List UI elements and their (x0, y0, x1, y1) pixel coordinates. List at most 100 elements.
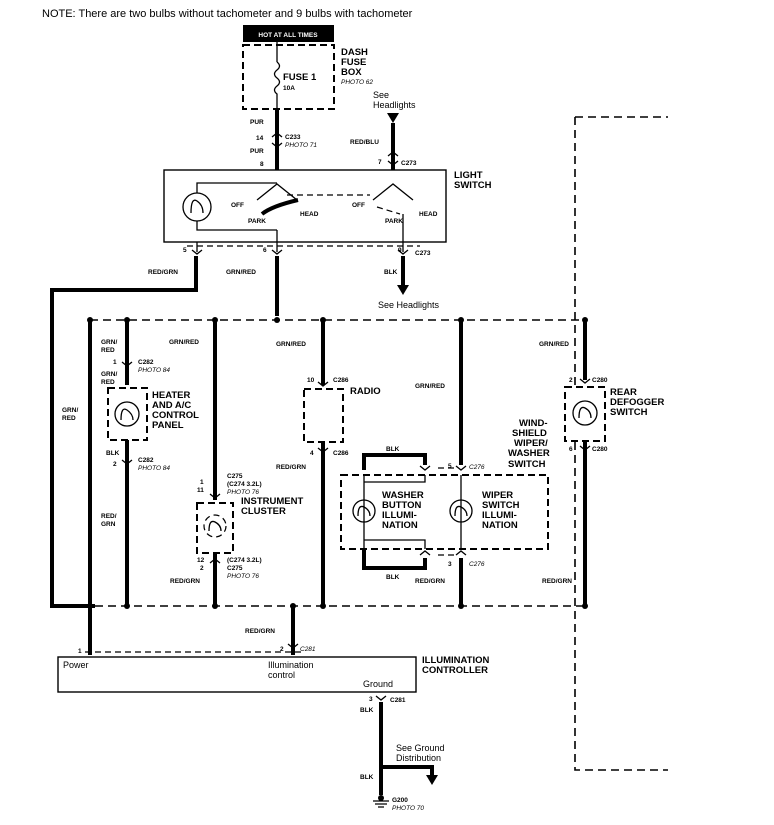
svg-text:(C274 3.2L): (C274 3.2L) (227, 481, 262, 488)
connector-c275-top: C275 (227, 473, 243, 480)
svg-text:NATION: NATION (382, 520, 418, 531)
svg-text:BUTTON: BUTTON (382, 500, 422, 511)
svg-text:HEAD: HEAD (419, 211, 438, 218)
wiper-switch-illumination-label: WIPER (482, 490, 513, 501)
svg-text:BLK: BLK (360, 707, 374, 714)
svg-text:SHIELD: SHIELD (512, 428, 547, 439)
dash-fuse-box (242, 44, 335, 110)
svg-text:ILLUMI-: ILLUMI- (382, 510, 417, 521)
ground-symbol-icon (373, 800, 389, 808)
svg-text:GRN/RED: GRN/RED (415, 383, 445, 390)
svg-text:11: 11 (197, 487, 204, 494)
svg-text:OFF: OFF (231, 202, 244, 209)
illumination-controller-label: ILLUMINATION (422, 655, 490, 666)
cluster-bulb (203, 514, 227, 538)
hot-at-all-times-banner (243, 25, 334, 42)
svg-text:RED/: RED/ (101, 513, 117, 520)
connector-c233: C233 (285, 134, 301, 141)
svg-text:GRN/: GRN/ (62, 407, 78, 414)
svg-text:14: 14 (256, 135, 264, 142)
svg-text:C280: C280 (592, 446, 608, 453)
svg-text:control: control (268, 670, 295, 680)
svg-text:10: 10 (307, 377, 315, 384)
svg-text:ILLUMI-: ILLUMI- (482, 510, 517, 521)
svg-text:C275: C275 (227, 565, 243, 572)
rear-defogger-switch-box (564, 386, 606, 442)
svg-text:RED/GRN: RED/GRN (276, 464, 306, 471)
svg-text:PHOTO 84: PHOTO 84 (138, 367, 170, 374)
svg-text:8: 8 (260, 161, 264, 168)
svg-text:3: 3 (369, 696, 373, 703)
connector-c282-top: C282 (138, 359, 154, 366)
fuse-rating: 10A (283, 85, 295, 92)
svg-text:RED/GRN: RED/GRN (542, 578, 572, 585)
svg-text:2: 2 (280, 646, 284, 653)
svg-text:GRN/: GRN/ (101, 339, 117, 346)
svg-text:HEAD: HEAD (300, 211, 319, 218)
see-headlights-top: Headlights (373, 100, 416, 110)
svg-text:(C274 3.2L): (C274 3.2L) (227, 557, 262, 564)
svg-text:PHOTO 76: PHOTO 76 (227, 573, 259, 580)
svg-text:RED: RED (62, 415, 76, 422)
svg-text:2: 2 (569, 377, 573, 384)
svg-text:PHOTO 70: PHOTO 70 (392, 805, 424, 812)
light-switch-label: LIGHT (454, 170, 483, 181)
svg-text:4: 4 (310, 450, 314, 457)
svg-text:C286: C286 (333, 450, 349, 457)
svg-text:GRN/RED: GRN/RED (169, 339, 199, 346)
svg-text:FUSE: FUSE (341, 57, 366, 68)
svg-text:SWITCH: SWITCH (454, 180, 492, 191)
washer-button-illumination-label: WASHER (382, 490, 424, 501)
svg-text:CONTROLLER: CONTROLLER (422, 665, 488, 676)
see-headlights-mid: See Headlights (378, 300, 440, 310)
svg-text:3: 3 (448, 561, 452, 568)
svg-text:Distribution: Distribution (396, 753, 441, 763)
svg-text:9: 9 (398, 247, 402, 254)
svg-text:C282: C282 (138, 457, 154, 464)
ground-terminal-label: Ground (363, 679, 393, 689)
hot-at-all-times-label: HOT AT ALL TIMES (258, 32, 318, 39)
connector-c280-top: C280 (592, 377, 608, 384)
svg-text:RED: RED (101, 347, 115, 354)
svg-text:BLK: BLK (360, 774, 374, 781)
connector-c281-top: C281 (300, 646, 316, 653)
svg-text:OFF: OFF (352, 202, 365, 209)
wiper-switch-bulb (449, 499, 473, 523)
heater-bulb (114, 401, 140, 427)
svg-text:GRN/RED: GRN/RED (276, 341, 306, 348)
connector-c286-top: C286 (333, 377, 349, 384)
svg-text:12: 12 (197, 557, 205, 564)
connector-c273-top: C273 (401, 160, 417, 167)
svg-text:1: 1 (200, 479, 204, 486)
svg-text:SWITCH: SWITCH (610, 407, 648, 418)
svg-text:RED: RED (101, 379, 115, 386)
svg-text:PHOTO 84: PHOTO 84 (138, 465, 170, 472)
svg-text:CONTROL: CONTROL (152, 410, 199, 421)
svg-text:PHOTO 76: PHOTO 76 (227, 489, 259, 496)
svg-text:RED/GRN: RED/GRN (415, 578, 445, 585)
radio-label: RADIO (350, 386, 381, 397)
svg-text:GRN/: GRN/ (101, 371, 117, 378)
see-ground-distribution: See Ground (396, 743, 445, 753)
svg-text:CLUSTER: CLUSTER (241, 506, 286, 517)
svg-text:See: See (373, 90, 389, 100)
connector-c276-top: C276 (469, 464, 485, 471)
svg-text:6: 6 (569, 446, 573, 453)
svg-text:5: 5 (183, 247, 187, 254)
svg-text:1: 1 (113, 359, 117, 366)
svg-text:SWITCH: SWITCH (482, 500, 520, 511)
svg-text:PARK: PARK (385, 218, 403, 225)
svg-text:BLK: BLK (384, 269, 398, 276)
power-terminal-label: Power (63, 660, 89, 670)
fuse-box-photo-ref: PHOTO 62 (341, 79, 373, 86)
svg-text:6: 6 (263, 247, 267, 254)
fuse-1-label: FUSE 1 (283, 72, 317, 83)
svg-text:PANEL: PANEL (152, 420, 184, 431)
svg-text:NATION: NATION (482, 520, 518, 531)
svg-text:WIPER/: WIPER/ (514, 438, 548, 449)
washer-button-bulb (352, 499, 376, 523)
svg-text:RED/GRN: RED/GRN (170, 578, 200, 585)
svg-text:PARK: PARK (248, 218, 266, 225)
svg-text:RED/BLU: RED/BLU (350, 139, 379, 146)
wiper-washer-switch-box (340, 474, 549, 550)
